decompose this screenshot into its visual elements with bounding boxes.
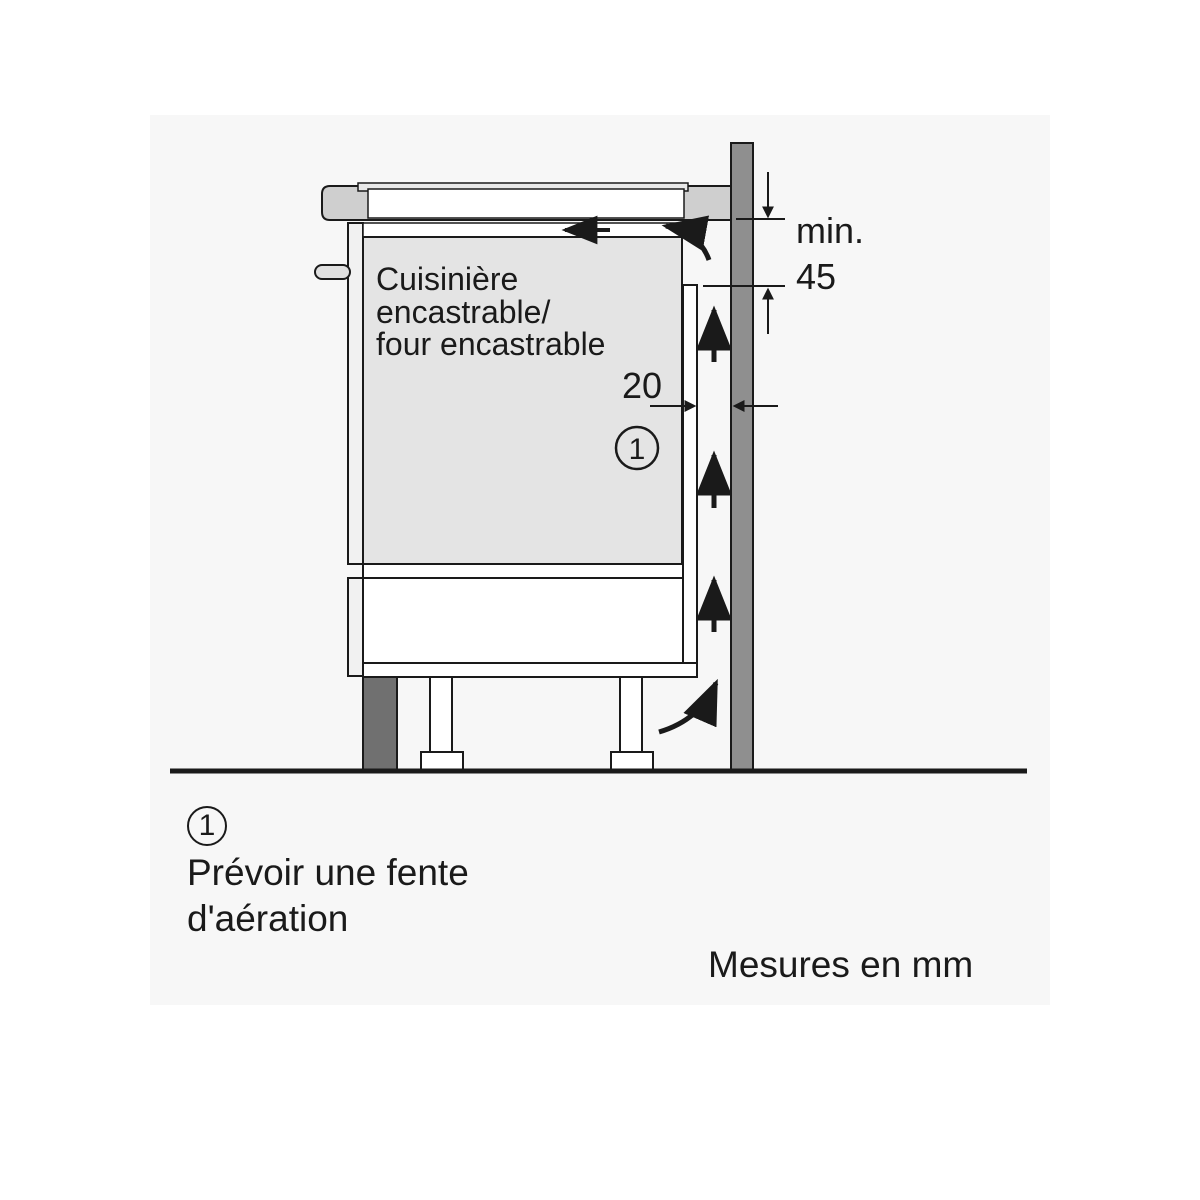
- cabinet-back-panel: [682, 284, 698, 678]
- appliance-label-line2: encastrable/: [376, 294, 550, 330]
- airflow-arrows: [561, 215, 732, 735]
- dim-top-label: min.: [796, 210, 864, 251]
- dim-side-value: 20: [622, 365, 662, 406]
- airflow-arrow-intake-icon: [658, 678, 719, 735]
- legend: 1 Prévoir une fente d'aération: [187, 806, 567, 942]
- drawer-box: [362, 577, 684, 664]
- units-note: Mesures en mm: [708, 944, 974, 985]
- dimension-top-gap: [703, 172, 785, 334]
- legend-marker: 1: [187, 806, 227, 846]
- cabinet-leg-left: [420, 676, 464, 771]
- oven-top-strip: [362, 222, 683, 238]
- wall: [730, 142, 754, 771]
- cabinet-shelf: [362, 563, 684, 579]
- cabinet-leg-right: [610, 676, 654, 771]
- cabinet-bottom: [362, 662, 698, 678]
- drawer-front: [347, 577, 364, 677]
- oven-handle: [314, 264, 351, 280]
- hob-body: [367, 188, 685, 219]
- appliance-label-line3: four encastrable: [376, 326, 605, 362]
- marker-one-circle: 1: [614, 425, 660, 471]
- appliance-label-line1: Cuisinière: [376, 261, 518, 297]
- marker-one-number: 1: [629, 433, 646, 466]
- legend-text: Prévoir une fente d'aération: [187, 852, 469, 939]
- dim-top-value: 45: [796, 256, 836, 297]
- airflow-arrow-curve-icon: [661, 215, 712, 261]
- plinth: [362, 676, 398, 771]
